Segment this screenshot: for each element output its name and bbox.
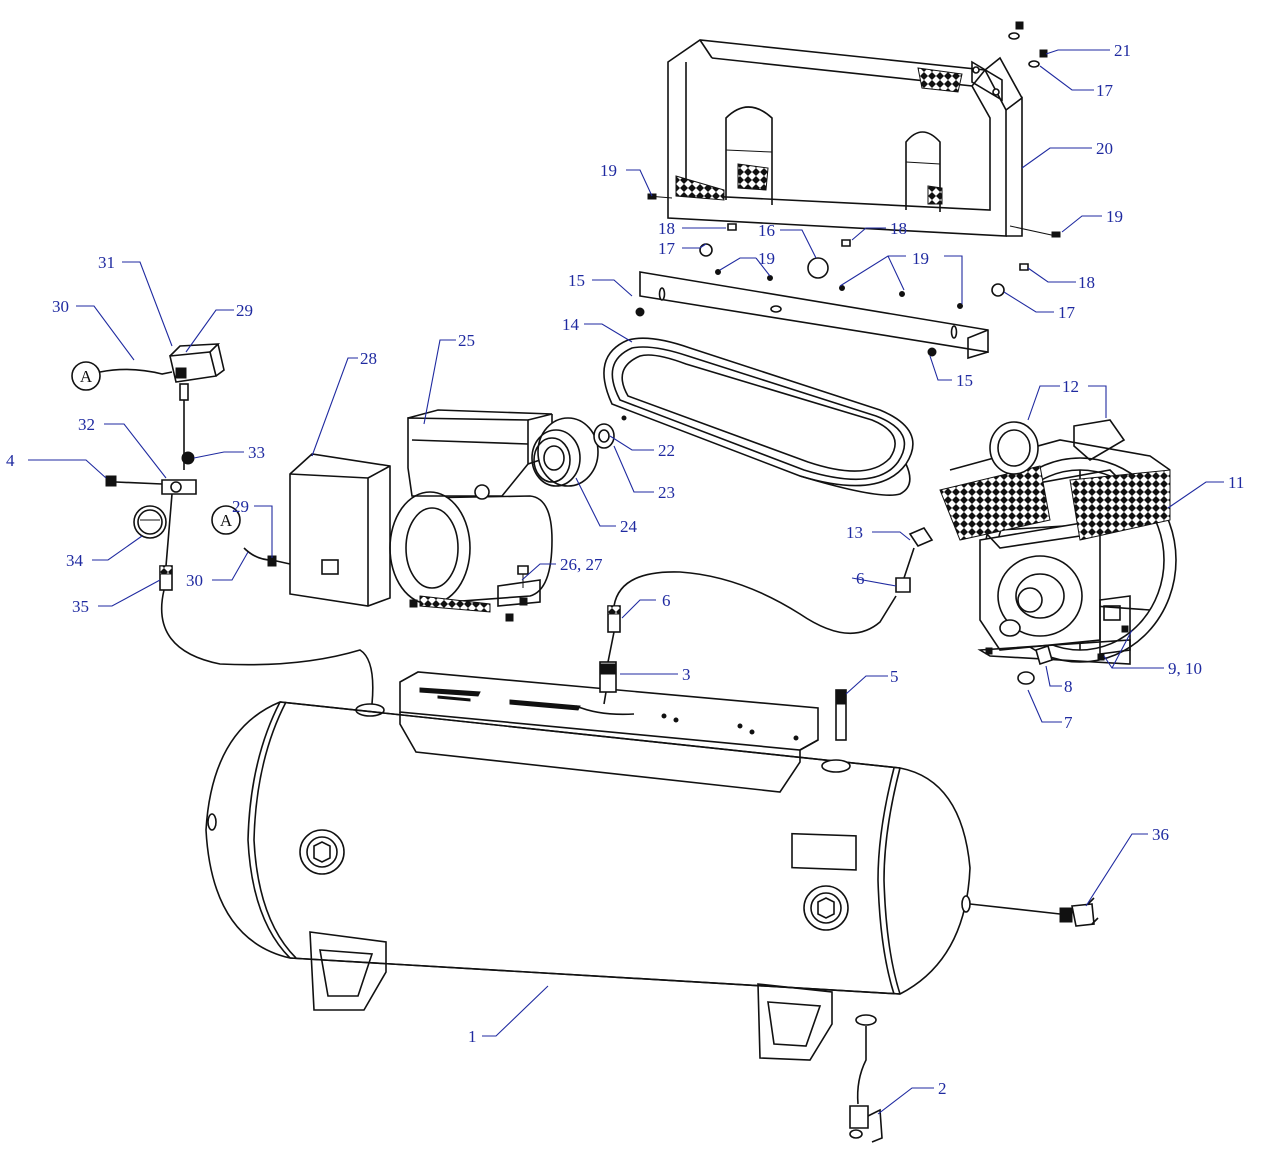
reference-markers: A A <box>71 361 241 535</box>
compressor-pump <box>895 419 1177 685</box>
safety-valve <box>969 897 1099 927</box>
callout-30-center: 30 <box>186 571 203 590</box>
reference-marker-a-center: A <box>220 511 233 530</box>
callout-13: 13 <box>846 523 863 542</box>
callout-26-27: 26, 27 <box>560 555 603 574</box>
callout-19-guard-right: 19 <box>1106 207 1123 226</box>
callout-2: 2 <box>938 1079 947 1098</box>
callout-15-right: 15 <box>956 371 973 390</box>
callout-18-left: 18 <box>658 219 675 238</box>
callout-16: 16 <box>758 221 775 240</box>
callout-12: 12 <box>1062 377 1079 396</box>
callout-17-top: 17 <box>1096 81 1114 100</box>
callout-6-pump-fitting: 6 <box>856 569 865 588</box>
callout-23: 23 <box>658 483 675 502</box>
callout-20: 20 <box>1096 139 1113 158</box>
callout-34: 34 <box>66 551 84 570</box>
callout-22: 22 <box>658 441 675 460</box>
callout-19-guard-left: 19 <box>600 161 617 180</box>
drain-valve <box>849 1026 883 1143</box>
callout-17-left: 17 <box>658 239 676 258</box>
callout-33: 33 <box>248 443 265 462</box>
callout-29-switch: 29 <box>236 301 253 320</box>
callout-15-left: 15 <box>568 271 585 290</box>
electric-motor <box>389 409 553 622</box>
callout-1: 1 <box>468 1027 477 1046</box>
callout-4: 4 <box>6 451 15 470</box>
callout-21: 21 <box>1114 41 1131 60</box>
callout-32: 32 <box>78 415 95 434</box>
tank-fittings <box>599 571 897 741</box>
belt-guard <box>647 39 1057 237</box>
callout-7: 7 <box>1064 713 1073 732</box>
air-tank <box>205 701 971 1061</box>
guard-hardware <box>647 21 1061 238</box>
callout-30-left: 30 <box>52 297 69 316</box>
callout-8: 8 <box>1064 677 1073 696</box>
reference-marker-a-left: A <box>80 367 93 386</box>
callout-6-upper-fitting: 6 <box>662 591 671 610</box>
callout-3: 3 <box>682 665 691 684</box>
callout-19-bracket-right: 19 <box>912 249 929 268</box>
callout-9-10: 9, 10 <box>1168 659 1202 678</box>
callout-labels: 1 2 3 4 5 6 6 7 8 9, 10 11 12 13 14 15 1… <box>6 41 1244 1098</box>
callout-31: 31 <box>98 253 115 272</box>
callout-28: 28 <box>360 349 377 368</box>
drive-belt <box>603 337 914 496</box>
callout-36: 36 <box>1152 825 1169 844</box>
callout-24: 24 <box>620 517 638 536</box>
callout-14: 14 <box>562 315 580 334</box>
callout-18-center: 18 <box>890 219 907 238</box>
callout-25: 25 <box>458 331 475 350</box>
callout-18-right: 18 <box>1078 273 1095 292</box>
control-box <box>243 453 391 607</box>
callout-5: 5 <box>890 667 899 686</box>
callout-19-bracket-left: 19 <box>758 249 775 268</box>
guard-bracket <box>635 223 1029 360</box>
callout-35: 35 <box>72 597 89 616</box>
callout-29-box: 29 <box>232 497 249 516</box>
pump-mount-platform <box>399 671 819 793</box>
motor-pulley <box>531 415 627 487</box>
pressure-switch-assembly <box>99 343 385 717</box>
callout-17-right: 17 <box>1058 303 1076 322</box>
callout-11: 11 <box>1228 473 1244 492</box>
leader-lines <box>28 49 1224 1115</box>
